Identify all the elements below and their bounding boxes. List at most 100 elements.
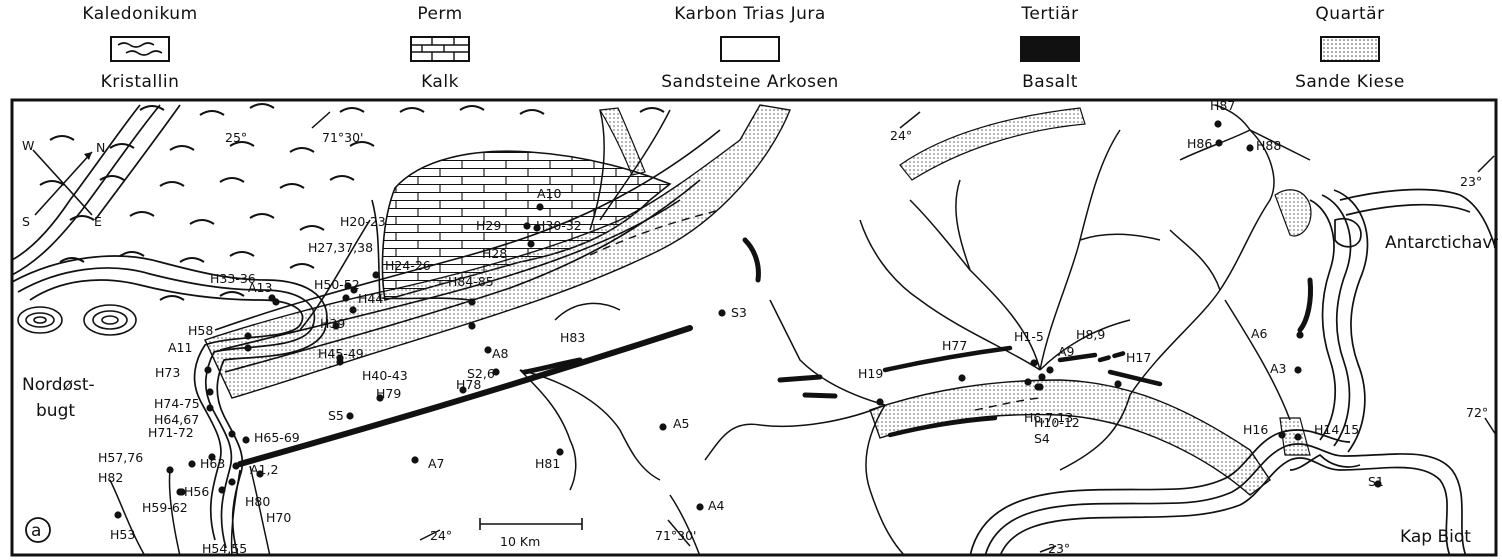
basalt-dykes: [237, 237, 1313, 467]
sample-point-dot: [1374, 480, 1382, 488]
sample-label: H10-12: [1034, 415, 1080, 430]
sample-point-dot: [459, 386, 467, 394]
scale-bar: 10 Km: [479, 518, 583, 549]
sample-label: H81: [535, 456, 560, 471]
legend-top-label: Perm: [417, 4, 463, 24]
sample-label: H50-52: [314, 277, 360, 292]
sample-point-dot: [218, 486, 226, 494]
sample-point-dot: [206, 404, 214, 412]
sample-label: S3: [731, 305, 747, 320]
sample-label: H27,37,38: [308, 240, 373, 255]
legend-top-label: Quartär: [1315, 4, 1385, 24]
sample-point-dot: [208, 453, 216, 461]
coord-label: 71°30': [655, 528, 697, 543]
sample-point-dot: [372, 271, 380, 279]
legend-bottom-label: Sande Kiese: [1295, 72, 1405, 92]
coord-label: 23°: [1460, 174, 1482, 189]
kaledonikum-region: [39, 103, 665, 301]
sample-point-dot: [256, 470, 264, 478]
islands: [17, 304, 137, 336]
solid-pattern-swatch: [1020, 36, 1080, 62]
sample-label: A10: [537, 186, 562, 201]
sample-point-dot: [188, 460, 196, 468]
sample-point-dot: [468, 298, 476, 306]
sample-point-dot: [533, 224, 541, 232]
sample-point-dot: [232, 462, 240, 470]
sample-point-dot: [1024, 378, 1032, 386]
sample-point-dot: [242, 436, 250, 444]
quartaer-fjord-head: [1274, 189, 1312, 237]
panel-letter: a: [31, 521, 41, 541]
legend-item-karbon-trias-jura: Karbon Trias Jura Sandsteine Arkosen: [630, 0, 870, 98]
inferred-contacts: [589, 209, 1041, 411]
compass-south: S: [22, 214, 30, 229]
sample-label: H33-36: [210, 271, 256, 286]
sample-label: A9: [1058, 344, 1075, 359]
legend-top-label: Kaledonikum: [82, 4, 198, 24]
sample-label: H30-32: [536, 218, 582, 233]
sample-label: H14,15: [1314, 422, 1359, 437]
sample-label: H80: [245, 494, 270, 509]
place-label: Nordøst-: [22, 375, 95, 395]
scale-label: 10 Km: [500, 534, 540, 549]
sample-point-dot: [1294, 366, 1302, 374]
sample-point-dot: [696, 503, 704, 511]
sample-label: H78: [456, 377, 481, 392]
sample-point-dot: [336, 358, 344, 366]
sample-label: H1-5: [1014, 329, 1044, 344]
sample-label: H19: [858, 366, 883, 381]
sample-point-dot: [114, 511, 122, 519]
sample-point-dot: [206, 388, 214, 396]
sample-label: H71-72: [148, 425, 194, 440]
legend-bottom-label: Sandsteine Arkosen: [661, 72, 839, 92]
sample-label: H24-26: [385, 258, 431, 273]
sample-label: A8: [492, 346, 509, 361]
sample-label: A7: [428, 456, 445, 471]
sample-label: H53: [110, 527, 135, 542]
map-legend: Kaledonikum Kristallin Perm Kalk Karbon …: [0, 0, 1502, 98]
legend-top-label: Tertiär: [1021, 4, 1079, 24]
legend-bottom-label: Basalt: [1022, 72, 1078, 92]
sample-point-dot: [411, 456, 419, 464]
sample-point-dot: [523, 222, 531, 230]
sample-label: H73: [155, 365, 180, 380]
sample-point-dot: [1215, 139, 1223, 147]
sample-point-dot: [342, 294, 350, 302]
sample-point-dot: [350, 286, 358, 294]
sample-point-dot: [228, 430, 236, 438]
blank-pattern-swatch: [720, 36, 780, 62]
sample-label: H74-75: [154, 396, 200, 411]
sample-label: H70: [266, 510, 291, 525]
sample-label: S1: [1368, 474, 1384, 489]
place-names: Nordøst- bugt Antarctichavn Kap Biot: [22, 233, 1498, 547]
place-label: bugt: [36, 401, 75, 421]
sample-label: H65-69: [254, 430, 300, 445]
sample-point-dot: [1034, 383, 1042, 391]
sample-label: S4: [1034, 431, 1050, 446]
coord-label: 23°: [1048, 541, 1070, 556]
sample-label: S5: [328, 408, 344, 423]
sample-label: H84-85: [448, 274, 494, 289]
compass-rose: N E S W: [22, 138, 105, 229]
sample-label: A1,2: [250, 462, 278, 477]
sample-label: S2,6: [467, 366, 495, 381]
legend-bottom-label: Kristallin: [100, 72, 180, 92]
geological-map: 25° 71°30' 24° 23° 24° 71°30' 23° 72° N …: [10, 98, 1498, 557]
contact-lines: [214, 129, 721, 373]
sample-point-dot: [346, 412, 354, 420]
sample-label: H59-62: [142, 500, 188, 515]
sample-point-dot: [1278, 431, 1286, 439]
coastline-south-east: [969, 188, 1496, 555]
sample-label: H20-23: [340, 214, 386, 229]
sample-point-dot: [1114, 380, 1122, 388]
sample-point-dot: [556, 448, 564, 456]
sample-point-dot: [344, 282, 352, 290]
quartaer-gravel-band: [204, 104, 791, 399]
sample-label: H28: [482, 246, 507, 261]
river-network: [109, 104, 1311, 555]
place-label: Antarctichavn: [1385, 233, 1498, 253]
sample-point-dot: [536, 203, 544, 211]
legend-item-perm: Perm Kalk: [320, 0, 560, 98]
dots-pattern-swatch: [1320, 36, 1380, 62]
